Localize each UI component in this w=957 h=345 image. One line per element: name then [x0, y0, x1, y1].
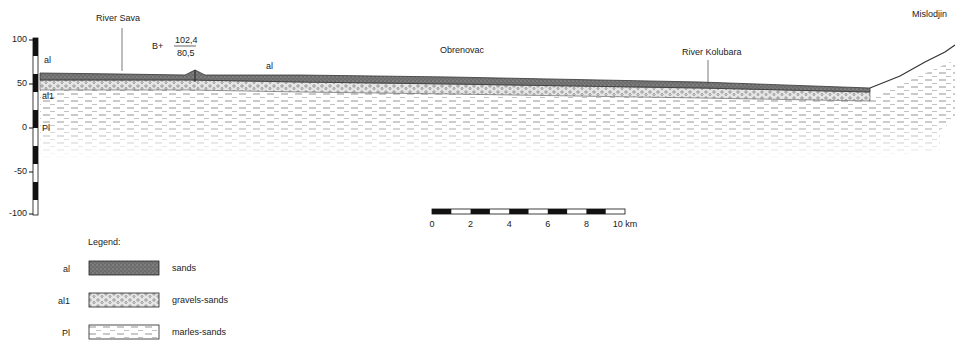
map-label: River Kolubara [682, 48, 742, 57]
legend-swatch [88, 324, 160, 340]
map-label: Pl [62, 329, 70, 338]
map-label: al [266, 62, 273, 71]
map-label: 8 [584, 220, 589, 229]
map-label: 10 km [613, 220, 638, 229]
map-label: -100 [9, 209, 27, 218]
map-label: -50 [14, 167, 27, 176]
map-label: 80,5 [177, 49, 195, 58]
map-label: Obrenovac [440, 46, 484, 55]
map-label: River Sava [96, 14, 140, 23]
map-label: al [44, 56, 51, 65]
map-label: 0 [22, 123, 27, 132]
map-label: Legend: [88, 238, 121, 247]
map-label: 2 [468, 220, 473, 229]
legend-text: gravels-sands [172, 296, 228, 305]
legend-text: marles-sands [172, 328, 226, 337]
map-label: 4 [507, 220, 512, 229]
map-label: al1 [42, 92, 54, 101]
map-label: Pl [42, 124, 50, 133]
map-label: Mislodjin [912, 10, 947, 19]
map-label: B+ [152, 42, 163, 51]
map-label: al1 [58, 297, 70, 306]
map-label: al [63, 265, 70, 274]
legend-swatch [88, 260, 160, 276]
legend-text: sands [172, 264, 196, 273]
map-label: 100 [12, 35, 27, 44]
map-label: 0 [429, 220, 434, 229]
map-label: 6 [545, 220, 550, 229]
map-label: 50 [17, 79, 27, 88]
legend-swatch [88, 292, 160, 308]
map-label: 102,4 [175, 36, 198, 45]
